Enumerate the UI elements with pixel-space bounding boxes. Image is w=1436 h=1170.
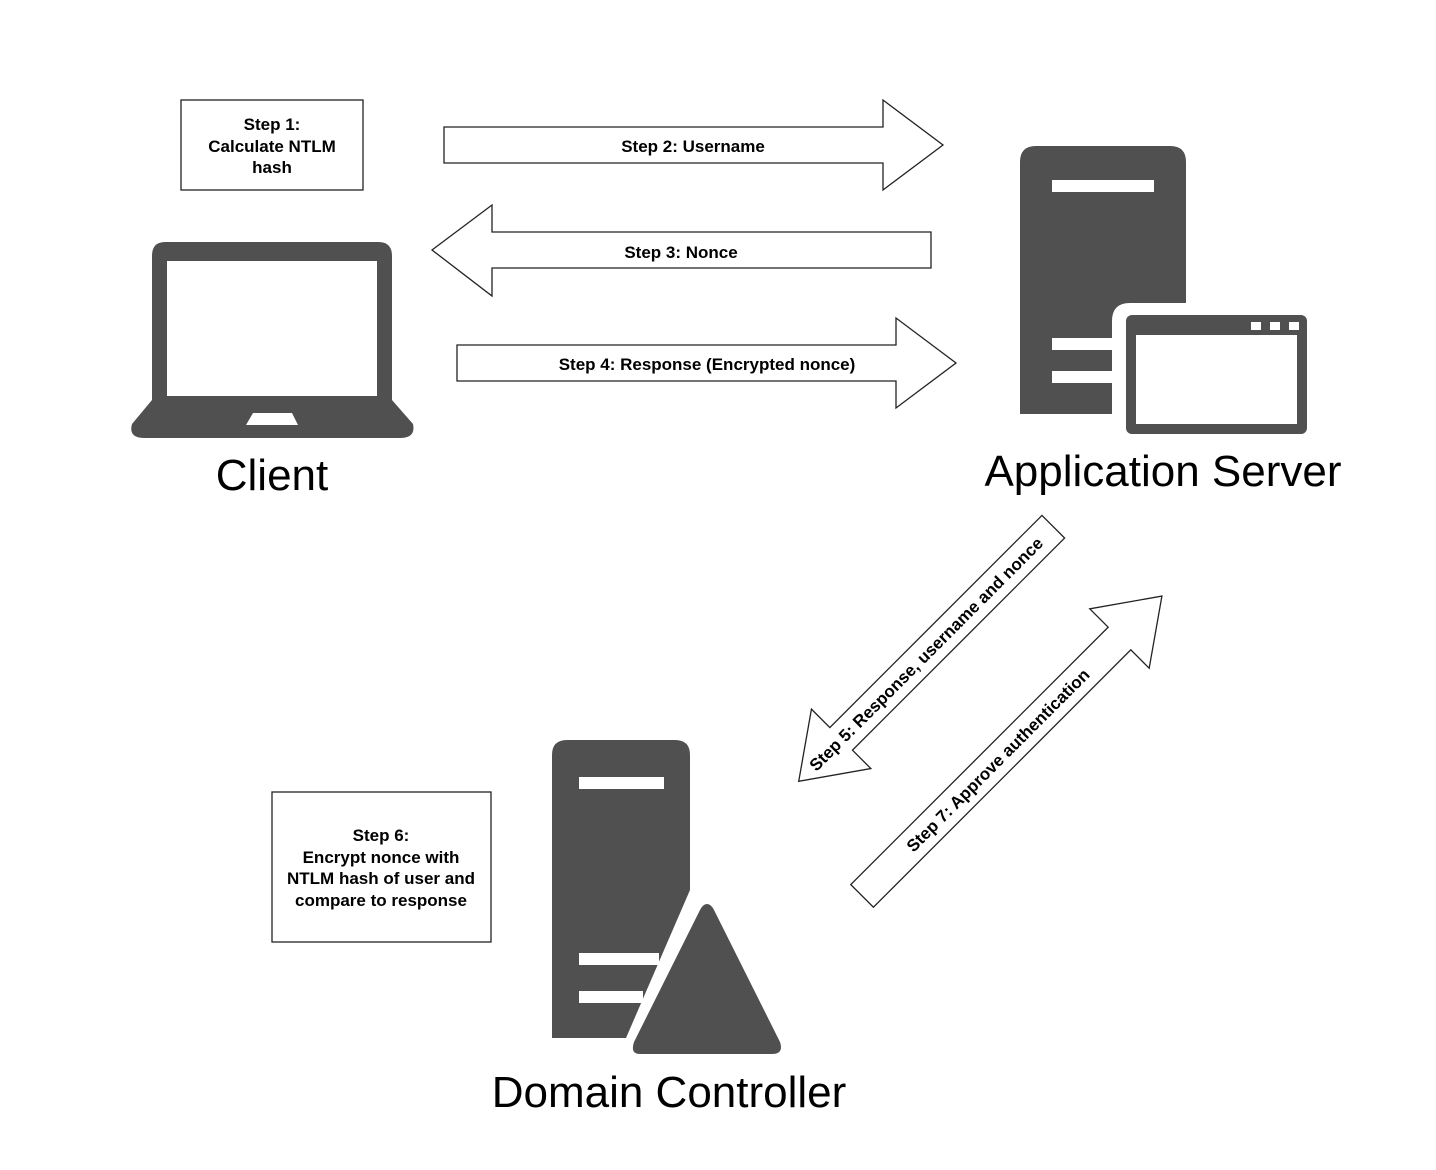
step7-arrow-shape [849, 595, 1163, 909]
client-label: Client [216, 451, 329, 500]
step1-box [180, 99, 364, 191]
step3-arrow-shape [430, 203, 932, 298]
step6-line-2: Encrypt nonce with [303, 848, 460, 867]
step2-arrow: Step 2: Username [443, 98, 945, 192]
app-server-label: Application Server [984, 447, 1341, 496]
step6-line-4: compare to response [295, 891, 467, 910]
step6-note: Step 6: Encrypt nonce with NTLM hash of … [271, 791, 492, 943]
step7-arrow: Step 7: Approve authentication [849, 595, 1163, 909]
step3-label: Step 3: Nonce [624, 243, 737, 262]
step4-label: Step 4: Response (Encrypted nonce) [559, 355, 856, 374]
step1-line-2: Calculate NTLM [208, 137, 336, 156]
step1-line-3: hash [252, 158, 292, 177]
step7-label: Step 7: Approve authentication [903, 665, 1094, 856]
step6-box [271, 791, 492, 943]
step5-arrow-shape [797, 514, 1066, 783]
step6-line-1: Step 6: [353, 826, 410, 845]
step6-line-3: NTLM hash of user and [287, 869, 475, 888]
step5-arrow: Step 5: Response, username and nonce [797, 514, 1066, 783]
step1-line-1: Step 1: [244, 115, 301, 134]
server-warning-icon [552, 740, 789, 1056]
step3-arrow: Step 3: Nonce [430, 203, 932, 298]
step2-label: Step 2: Username [621, 137, 765, 156]
server-window-icon [1020, 146, 1307, 434]
step4-arrow: Step 4: Response (Encrypted nonce) [456, 316, 958, 410]
step4-arrow-shape [456, 316, 958, 410]
step2-arrow-shape [443, 98, 945, 192]
laptop-icon [131, 242, 414, 438]
domain-controller-label: Domain Controller [492, 1068, 847, 1117]
step1-note: Step 1: Calculate NTLM hash [180, 99, 364, 191]
